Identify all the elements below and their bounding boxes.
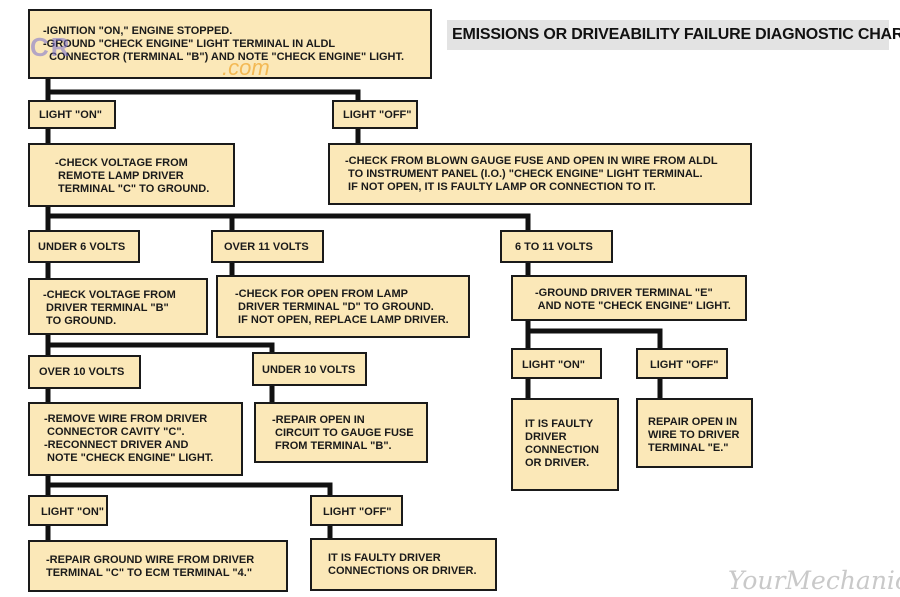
node-over-11-volts-text: OVER 11 VOLTS bbox=[224, 241, 309, 253]
chart-title: EMISSIONS OR DRIVEABILITY FAILURE DIAGNO… bbox=[447, 20, 900, 50]
node-light-off-3-text: LIGHT "OFF" bbox=[650, 359, 719, 371]
node-under-6-volts: UNDER 6 VOLTS bbox=[28, 230, 140, 263]
node-faulty-driver-connection: IT IS FAULTY DRIVER CONNECTION OR DRIVER… bbox=[511, 398, 619, 491]
node-ground-driver-e: -GROUND DRIVER TERMINAL "E" AND NOTE "CH… bbox=[511, 275, 747, 321]
node-repair-ground-wire-text: -REPAIR GROUND WIRE FROM DRIVER TERMINAL… bbox=[46, 554, 255, 579]
node-check-gauge-fuse-text: -CHECK FROM BLOWN GAUGE FUSE AND OPEN IN… bbox=[345, 155, 718, 193]
node-start: -IGNITION "ON," ENGINE STOPPED. -GROUND … bbox=[28, 9, 432, 79]
node-under-10-volts: UNDER 10 VOLTS bbox=[252, 352, 367, 386]
node-faulty-driver-connections-text: IT IS FAULTY DRIVER CONNECTIONS OR DRIVE… bbox=[328, 552, 477, 577]
node-over-10-volts: OVER 10 VOLTS bbox=[28, 355, 141, 389]
node-check-open-lamp-d: -CHECK FOR OPEN FROM LAMP DRIVER TERMINA… bbox=[216, 275, 470, 338]
node-light-on-2-text: LIGHT "ON" bbox=[41, 506, 104, 518]
node-repair-open-b-text: -REPAIR OPEN IN CIRCUIT TO GAUGE FUSE FR… bbox=[272, 414, 414, 452]
node-remove-wire: -REMOVE WIRE FROM DRIVER CONNECTOR CAVIT… bbox=[28, 402, 243, 476]
node-light-off-2: LIGHT "OFF" bbox=[310, 495, 403, 526]
site-logo-watermark: CR bbox=[30, 32, 72, 62]
node-repair-ground-wire: -REPAIR GROUND WIRE FROM DRIVER TERMINAL… bbox=[28, 540, 288, 592]
node-light-on-3-text: LIGHT "ON" bbox=[522, 359, 585, 371]
node-check-open-lamp-d-text: -CHECK FOR OPEN FROM LAMP DRIVER TERMINA… bbox=[235, 288, 449, 326]
node-6-to-11-volts-text: 6 TO 11 VOLTS bbox=[515, 241, 593, 253]
node-6-to-11-volts: 6 TO 11 VOLTS bbox=[500, 230, 613, 263]
node-check-gauge-fuse: -CHECK FROM BLOWN GAUGE FUSE AND OPEN IN… bbox=[328, 143, 752, 205]
node-over-11-volts: OVER 11 VOLTS bbox=[211, 230, 324, 263]
node-check-remote-lamp: -CHECK VOLTAGE FROM REMOTE LAMP DRIVER T… bbox=[28, 143, 235, 207]
node-light-off-1: LIGHT "OFF" bbox=[332, 100, 418, 129]
node-repair-open-b: -REPAIR OPEN IN CIRCUIT TO GAUGE FUSE FR… bbox=[254, 402, 428, 463]
node-over-10-volts-text: OVER 10 VOLTS bbox=[39, 366, 125, 378]
node-faulty-driver-connection-text: IT IS FAULTY DRIVER CONNECTION OR DRIVER… bbox=[525, 418, 599, 469]
node-repair-open-e: REPAIR OPEN IN WIRE TO DRIVER TERMINAL "… bbox=[636, 398, 753, 468]
node-remove-wire-text: -REMOVE WIRE FROM DRIVER CONNECTOR CAVIT… bbox=[44, 413, 214, 464]
node-light-off-2-text: LIGHT "OFF" bbox=[323, 506, 392, 518]
node-light-on-1-text: LIGHT "ON" bbox=[39, 109, 102, 121]
node-under-10-volts-text: UNDER 10 VOLTS bbox=[262, 364, 356, 376]
node-ground-driver-e-text: -GROUND DRIVER TERMINAL "E" AND NOTE "CH… bbox=[535, 287, 731, 312]
node-light-off-1-text: LIGHT "OFF" bbox=[343, 109, 412, 121]
brand-watermark: YourMechanic bbox=[728, 566, 900, 595]
node-check-remote-lamp-text: -CHECK VOLTAGE FROM REMOTE LAMP DRIVER T… bbox=[55, 157, 210, 195]
node-repair-open-e-text: REPAIR OPEN IN WIRE TO DRIVER TERMINAL "… bbox=[648, 416, 740, 454]
node-light-off-3: LIGHT "OFF" bbox=[636, 348, 728, 379]
node-light-on-1: LIGHT "ON" bbox=[28, 100, 116, 129]
node-under-6-volts-text: UNDER 6 VOLTS bbox=[38, 241, 126, 253]
node-check-driver-b: -CHECK VOLTAGE FROM DRIVER TERMINAL "B" … bbox=[28, 278, 208, 335]
node-check-driver-b-text: -CHECK VOLTAGE FROM DRIVER TERMINAL "B" … bbox=[43, 289, 176, 327]
node-light-on-2: LIGHT "ON" bbox=[28, 495, 108, 526]
node-light-on-3: LIGHT "ON" bbox=[511, 348, 602, 379]
node-start-text: -IGNITION "ON," ENGINE STOPPED. -GROUND … bbox=[43, 25, 405, 63]
node-faulty-driver-connections: IT IS FAULTY DRIVER CONNECTIONS OR DRIVE… bbox=[310, 538, 497, 591]
site-logo-suffix-watermark: .com bbox=[222, 55, 270, 80]
